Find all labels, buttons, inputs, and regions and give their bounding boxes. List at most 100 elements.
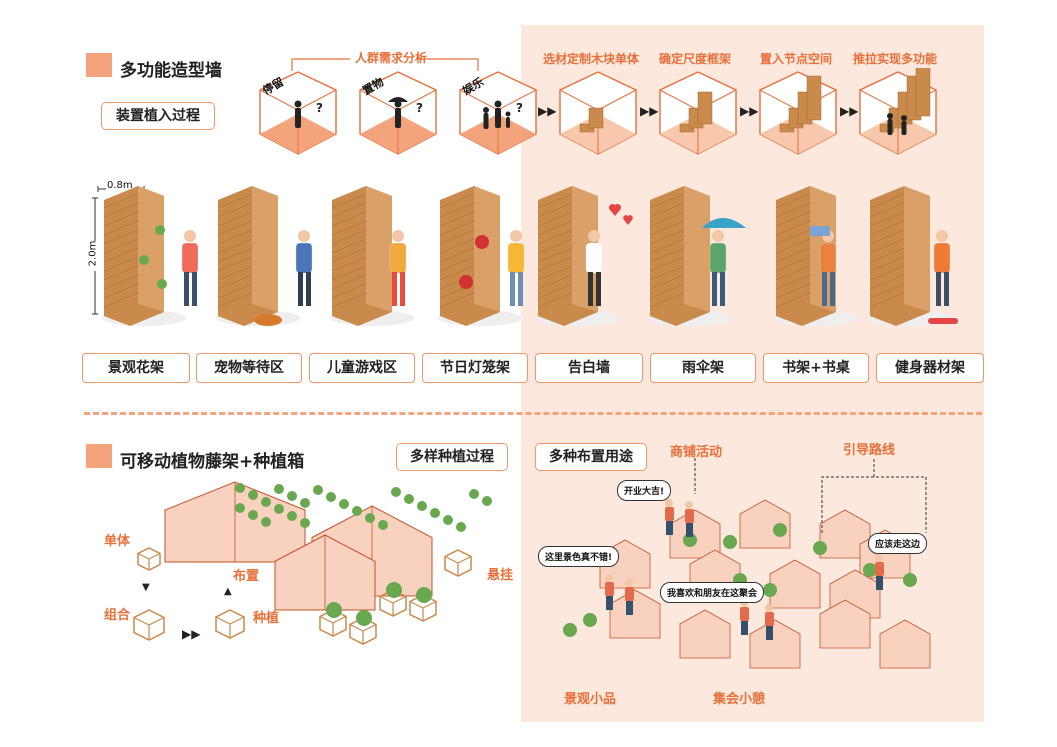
- wall-grain: [869, 265, 905, 281]
- vine-leaf: [339, 499, 349, 509]
- grid-cube-edges: [349, 623, 377, 644]
- speech-bubble-opening: 开业大吉!: [617, 480, 672, 501]
- planter-house: [879, 619, 931, 669]
- open-cube: [659, 71, 737, 155]
- wall-grain: [775, 193, 811, 209]
- wall-grain: [649, 238, 685, 254]
- person-torso: [625, 587, 634, 601]
- wall-grain: [439, 202, 475, 218]
- wall-grain: [217, 220, 253, 236]
- person-legs: [686, 523, 693, 537]
- wall-grain: [331, 220, 367, 236]
- wall-grain: [331, 265, 367, 281]
- wall-grain: [537, 283, 573, 299]
- person-head: [875, 554, 883, 562]
- wood-block: [697, 91, 713, 125]
- down-arrow-icon: ▼: [142, 582, 150, 593]
- vine-leaf: [287, 491, 297, 501]
- person-torso: [389, 242, 407, 274]
- person-head: [605, 574, 613, 582]
- wall-grain: [439, 229, 475, 245]
- wall-grain: [439, 193, 475, 209]
- label-guide-route: 引导路线: [843, 443, 896, 458]
- wall-grain: [331, 202, 367, 218]
- wall-grain: [775, 238, 811, 254]
- grid-cube-edges: [379, 595, 407, 616]
- section-divider: [84, 412, 982, 415]
- wall-side: [138, 186, 164, 312]
- hanging-planter: [379, 589, 407, 617]
- category-confession-wall: 告白墙: [535, 353, 643, 383]
- vine-leaf: [404, 494, 414, 504]
- wall-grain: [869, 238, 905, 254]
- planter-foliage: [723, 535, 737, 549]
- person-figure: [605, 574, 614, 610]
- vine-leaf: [469, 489, 479, 499]
- person-torso: [585, 242, 603, 274]
- wall-grain: [649, 292, 685, 308]
- wall-grain: [649, 283, 685, 299]
- planter-foliage: [813, 541, 827, 555]
- person-legs: [666, 521, 673, 535]
- person-torso: [685, 509, 694, 523]
- label-arrange: 布置: [233, 569, 260, 584]
- wall-grain: [649, 229, 685, 245]
- wall-grain: [537, 193, 573, 209]
- book-icon: [810, 226, 830, 236]
- wall-grain: [537, 274, 573, 290]
- wall-side: [684, 186, 710, 312]
- label-plant: 种植: [253, 611, 280, 626]
- wall-grain: [869, 274, 905, 290]
- person-leg: [298, 272, 303, 306]
- hanging-planter: [409, 594, 437, 622]
- dimension-width-line: [97, 186, 145, 192]
- person-silhouette-head: [505, 111, 511, 117]
- wall-grain: [869, 220, 905, 236]
- person-head: [392, 230, 404, 242]
- wall-grain: [537, 247, 573, 263]
- person-torso: [665, 507, 674, 521]
- hanging-planter: [319, 609, 347, 637]
- wall-grain: [537, 256, 573, 272]
- wall-grain: [649, 211, 685, 227]
- demand-title: 人群需求分析: [355, 51, 428, 65]
- single-cube-icon: [137, 547, 161, 571]
- wall-grain: [537, 265, 573, 281]
- wall-grain: [869, 193, 905, 209]
- wood-block: [588, 107, 604, 129]
- wall-grain: [649, 256, 685, 272]
- arrow-icon: ▶▶: [840, 104, 859, 118]
- wall-grain: [103, 265, 139, 281]
- wall-grain: [775, 247, 811, 263]
- vine-leaf: [365, 513, 375, 523]
- label-gathering-rest: 集会小憩: [713, 692, 766, 707]
- person-figure: [685, 501, 694, 537]
- vine-leaf: [235, 483, 245, 493]
- person-silhouette-body: [887, 119, 893, 135]
- vine-leaf: [300, 498, 310, 508]
- section1-marker: [86, 53, 112, 77]
- person-legs: [766, 626, 773, 640]
- category-bookshelf-desk: 书架+书桌: [763, 353, 869, 383]
- vine-leaf: [391, 487, 401, 497]
- person-leg: [192, 272, 197, 306]
- wood-wall: [868, 186, 958, 326]
- wall-grain: [217, 292, 253, 308]
- open-cube: ?: [259, 71, 337, 155]
- wall-grain: [537, 211, 573, 227]
- speech-bubble-scenery: 这里景色真不错!: [538, 546, 620, 567]
- person-leg: [306, 272, 311, 306]
- person-figure: [665, 499, 674, 535]
- planted-cube-icon: [215, 609, 245, 639]
- wall-grain: [869, 283, 905, 299]
- wall-grain: [537, 220, 573, 236]
- wall-grain: [775, 274, 811, 290]
- vine-leaf: [248, 490, 258, 500]
- house-frame: [609, 589, 661, 639]
- vine-leaf: [313, 485, 323, 495]
- wall-grain: [649, 202, 685, 218]
- vine-leaf: [430, 508, 440, 518]
- category-fitness-rack: 健身器材架: [876, 353, 984, 383]
- vine-leaf: [274, 504, 284, 514]
- shop-activity-pointer: [694, 458, 696, 494]
